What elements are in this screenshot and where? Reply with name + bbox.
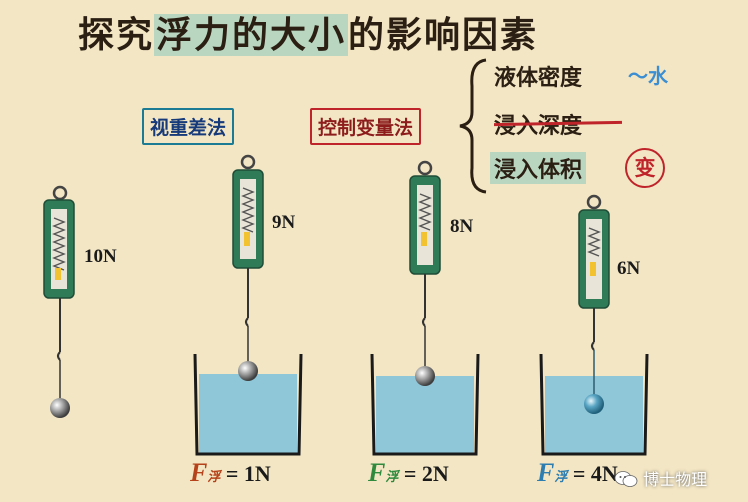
title-pre: 探究 [78, 14, 155, 56]
watermark-text: 博士物理 [643, 470, 708, 489]
beaker-3 [539, 350, 649, 456]
buoyancy-2: F浮 = 2N [368, 458, 449, 487]
buoyancy-3: F浮 = 4N [537, 458, 618, 487]
spring-scale-4 [578, 194, 610, 351]
spring-scale-1 [43, 185, 75, 418]
title-highlight: 浮力的大小 [154, 14, 349, 56]
watermark: 博士物理 [614, 466, 707, 490]
spring-scale-2 [232, 154, 264, 362]
metal-ball-2 [238, 361, 258, 381]
reading-2: 9N [272, 212, 296, 233]
reading-3: 8N [450, 216, 474, 237]
page-title: 探究浮力的大小的影响因素 [78, 6, 538, 58]
title-post: 的影响因素 [348, 14, 539, 56]
factor-density-note: ～水 [628, 64, 668, 88]
factor-density: 液体密度 [494, 65, 583, 91]
reading-1: 10N [84, 246, 117, 267]
beaker-1 [193, 353, 303, 456]
spring-scale-3 [409, 160, 441, 366]
factor-depth: 浸入深度 [494, 113, 583, 139]
wechat-icon [614, 471, 638, 487]
metal-ball-1 [50, 398, 70, 418]
reading-4: 6N [617, 258, 641, 279]
method-weighing-label: 视重差法 [142, 108, 235, 145]
factor-volume: 浸入体积 [490, 152, 587, 184]
factor-volume-note: 变 [625, 148, 665, 188]
metal-ball-3 [415, 366, 435, 386]
beaker-2 [370, 353, 480, 456]
metal-ball-4 [584, 394, 604, 414]
method-control-label: 控制变量法 [310, 108, 422, 145]
buoyancy-1: F浮 = 1N [190, 458, 271, 487]
brace [459, 58, 487, 194]
